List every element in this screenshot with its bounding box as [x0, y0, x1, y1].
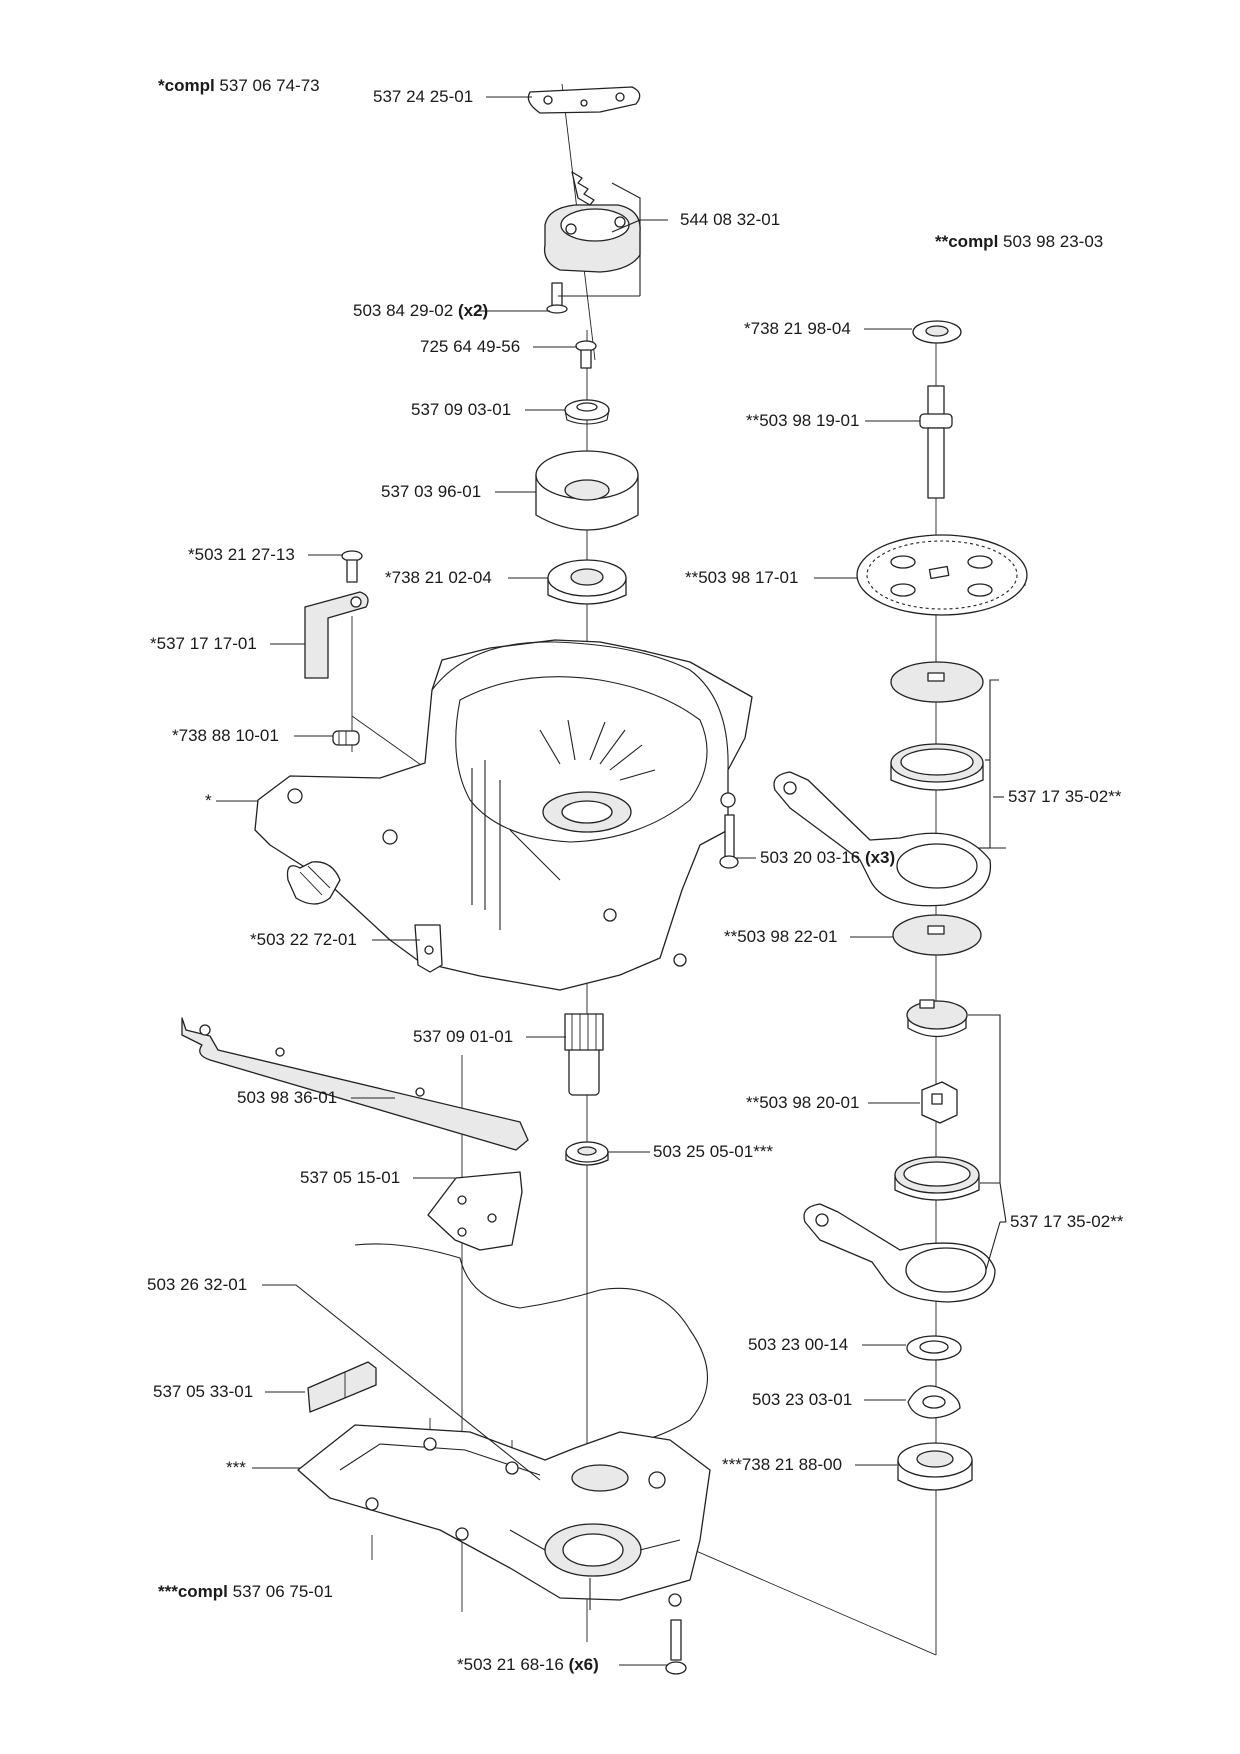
- clutch-drum: [535, 450, 639, 531]
- bracket-screw: [341, 550, 363, 583]
- needle-ring-1: [890, 743, 984, 791]
- bearing-lower: [565, 1141, 609, 1166]
- label-503-98-22-01: **503 98 22-01: [724, 927, 837, 946]
- label-738-21-98-04: *738 21 98-04: [744, 319, 851, 338]
- housing-bolt-x3: [719, 814, 739, 869]
- label-503-21-68-16: *503 21 68-16 (x6): [457, 1655, 599, 1674]
- small-screw: [575, 340, 597, 369]
- label-544-08-32-01: 544 08 32-01: [680, 210, 780, 229]
- label-738-88-10-01: *738 88 10-01: [172, 726, 279, 745]
- lock-washer: [907, 1385, 961, 1419]
- part-labels: 537 24 25-01 544 08 32-01 503 84 29-02 (…: [147, 87, 1124, 1674]
- label-537-09-01-01: 537 09 01-01: [413, 1027, 513, 1046]
- kit-heading-1: *compl 537 06 74-73: [158, 76, 320, 95]
- label-537-05-15-01: 537 05 15-01: [300, 1168, 400, 1187]
- guide-strip: [181, 1017, 529, 1151]
- label-503-23-03-01: 503 23 03-01: [752, 1390, 852, 1409]
- pinion-gear: [564, 1013, 604, 1096]
- shaft: [919, 385, 953, 499]
- mounting-bracket: [427, 1171, 523, 1251]
- ring-503-23-00: [906, 1335, 962, 1361]
- large-gear: [856, 534, 1028, 616]
- label-503-26-32-01: 503 26 32-01: [147, 1275, 247, 1294]
- bottom-cover: [297, 1424, 711, 1610]
- lever-arm-2: [803, 1203, 996, 1303]
- spacer-disc-1: [890, 661, 984, 703]
- label-503-98-36-01: 503 98 36-01: [237, 1088, 337, 1107]
- rubber-plug: [332, 730, 360, 746]
- label-503-21-27-13: *503 21 27-13: [188, 545, 295, 564]
- washer-503-98-22: [892, 914, 982, 956]
- spring-housing: [543, 171, 641, 273]
- label-738-21-88-00: ***738 21 88-00: [722, 1455, 842, 1474]
- label-537-17-35-02-lower: 537 17 35-02**: [1010, 1212, 1124, 1231]
- needle-ring-2: [894, 1156, 980, 1201]
- label-537-03-96-01: 537 03 96-01: [381, 482, 481, 501]
- angle-bracket: [304, 591, 369, 679]
- bearing-upper: [547, 559, 627, 605]
- cover-plate: [527, 86, 641, 114]
- label-738-21-02-04: *738 21 02-04: [385, 568, 492, 587]
- spring-clip: [414, 924, 443, 973]
- label-503-20-03-16: 503 20 03-16 (x3): [760, 848, 895, 867]
- label-537-05-33-01: 537 05 33-01: [153, 1382, 253, 1401]
- label-537-09-03-01: 537 09 03-01: [411, 400, 511, 419]
- label-503-22-72-01: *503 22 72-01: [250, 930, 357, 949]
- label-housing-star: *: [205, 791, 212, 810]
- bearing-738-21-88: [897, 1442, 973, 1491]
- seal-ring-top: [912, 320, 962, 344]
- gasket-outline: [354, 1243, 708, 1447]
- housing-screw: [546, 282, 568, 314]
- label-537-17-35-02-upper: 537 17 35-02**: [1008, 787, 1122, 806]
- label-537-24-25-01: 537 24 25-01: [373, 87, 473, 106]
- label-537-17-17-01: *537 17 17-01: [150, 634, 257, 653]
- lever-arm-1: [773, 771, 992, 907]
- label-503-98-17-01: **503 98 17-01: [685, 568, 798, 587]
- label-503-23-00-14: 503 23 00-14: [748, 1335, 848, 1354]
- gear-housing: [254, 639, 753, 991]
- cover-screw-x6: [665, 1619, 687, 1675]
- cable-clip: [307, 1361, 377, 1413]
- label-725-64-49-56: 725 64 49-56: [420, 337, 520, 356]
- cup-washer: [564, 399, 610, 425]
- square-nut: [921, 1081, 958, 1124]
- label-cover-triple-star: ***: [226, 1458, 246, 1477]
- label-503-98-19-01: **503 98 19-01: [746, 411, 859, 430]
- label-503-25-05-01: 503 25 05-01***: [653, 1142, 773, 1161]
- kit-heading-2: **compl 503 98 23-03: [935, 232, 1103, 251]
- kit-heading-3: ***compl 537 06 75-01: [158, 1582, 333, 1601]
- spacer-disc-2: [906, 999, 968, 1038]
- label-503-98-20-01: **503 98 20-01: [746, 1093, 859, 1112]
- leader-lines: [216, 96, 1007, 1666]
- label-503-84-29-02: 503 84 29-02 (x2): [353, 301, 488, 320]
